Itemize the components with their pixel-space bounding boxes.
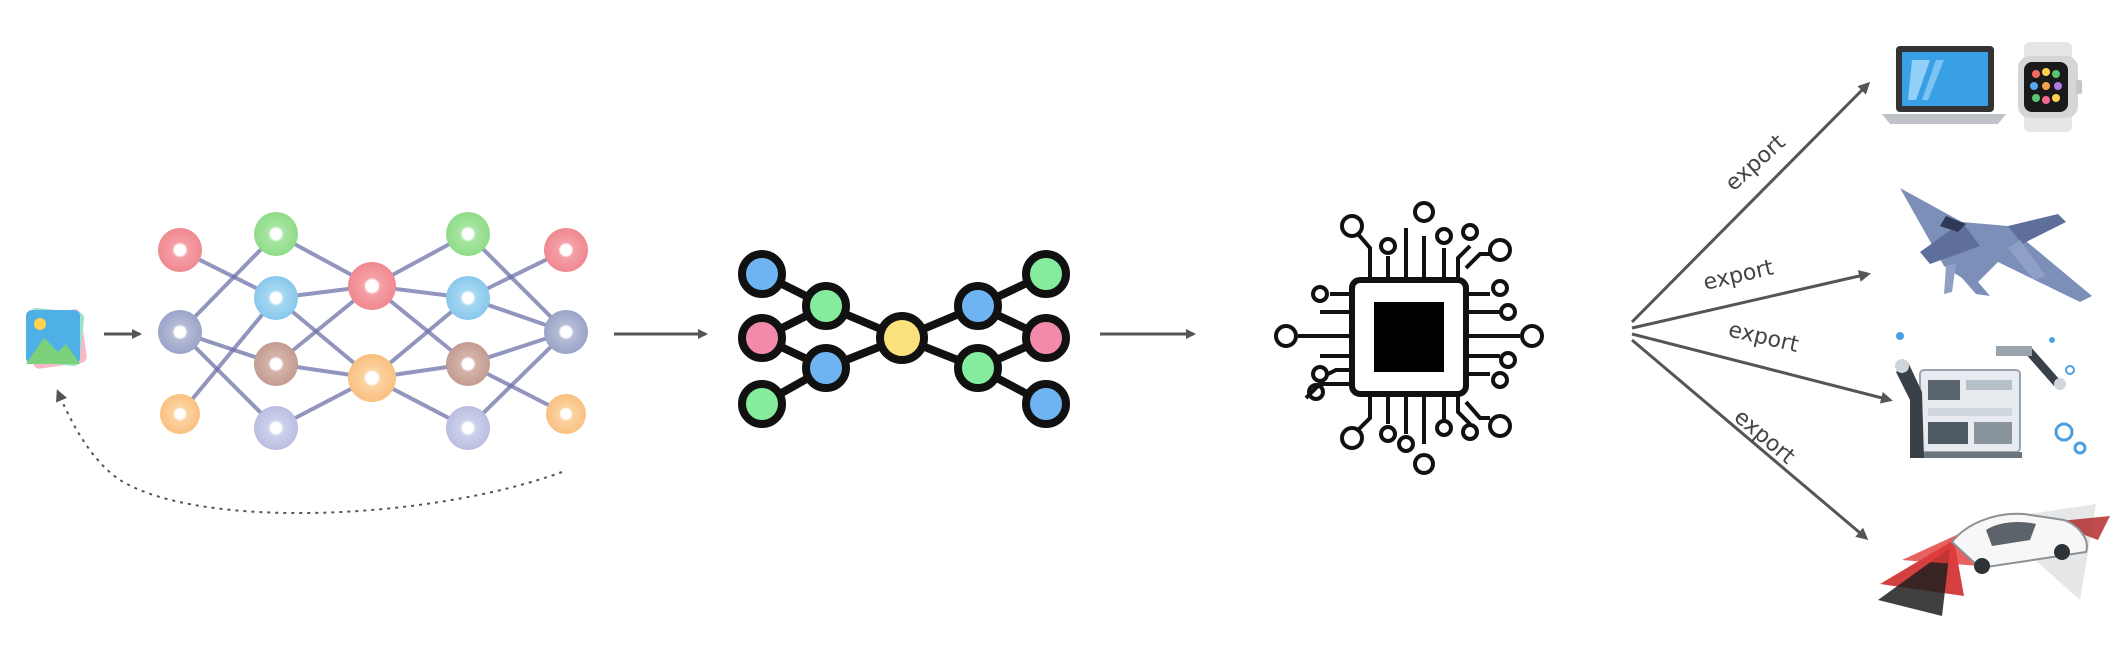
export-arrow-4	[1631, 338, 1869, 540]
export-label-2: export	[1701, 255, 1776, 295]
export-label-3: export	[1726, 317, 1801, 357]
export-arrow-2	[1631, 270, 1871, 330]
car-sensor-icon	[1878, 504, 2110, 616]
image-gallery-icon	[25, 307, 87, 369]
neural-network-icon	[158, 212, 588, 450]
robot-arm-icon	[1895, 332, 2087, 458]
smartwatch-icon	[2018, 42, 2082, 132]
laptop-icon	[1882, 46, 2006, 124]
fighter-jet-icon	[1900, 188, 2092, 302]
microchip-icon	[1274, 201, 1544, 475]
export-label-4: export	[1729, 405, 1800, 470]
export-arrow-1	[1630, 81, 1871, 324]
export-label-1: export	[1721, 130, 1791, 197]
export-arrow-3	[1631, 332, 1893, 404]
export-arrows	[1630, 81, 1893, 540]
bottleneck-network-icon	[738, 250, 1070, 428]
